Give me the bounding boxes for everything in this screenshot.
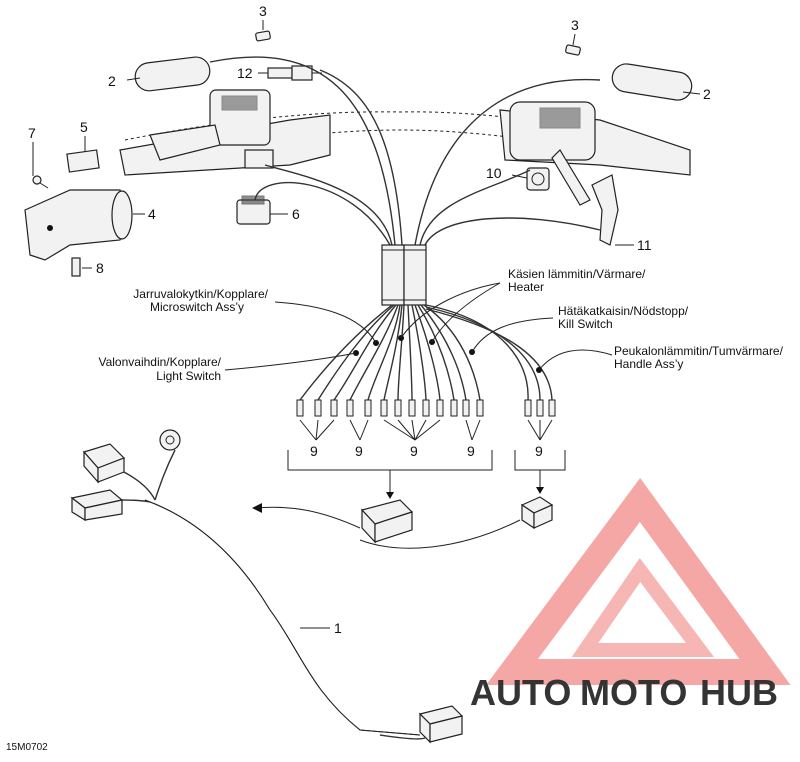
- brake-switch-body: [244, 149, 274, 169]
- throttle-lever: [551, 149, 591, 206]
- callout-3-right: 3: [571, 17, 579, 33]
- callout-9b: 9: [355, 443, 363, 459]
- harness-connector-round: [159, 429, 181, 451]
- label-brake-switch-line2: Microswitch Ass’y: [150, 300, 244, 314]
- logo-text-moto: MOTO: [580, 672, 687, 713]
- callout-9-leaders: [299, 419, 553, 441]
- control-wires: [209, 56, 601, 246]
- callout-8: 8: [96, 260, 104, 276]
- main-harness: [109, 449, 426, 740]
- callout-9a: 9: [310, 443, 318, 459]
- kill-switch-10: [526, 167, 550, 191]
- label-kill-switch-line2: Kill Switch: [558, 317, 613, 331]
- callout-5: 5: [80, 119, 88, 135]
- callout-11: 11: [637, 237, 652, 253]
- bracket-group-main: [287, 450, 493, 471]
- callout-10: 10: [486, 165, 502, 181]
- callout-12: 12: [237, 65, 253, 81]
- bundle-sleeve-left: [381, 244, 405, 306]
- fanout-wires: [299, 304, 553, 401]
- brake-lever: [149, 124, 221, 161]
- right-switch-housing: [509, 101, 596, 206]
- callout-4: 4: [148, 206, 156, 222]
- terminals-9: [296, 399, 556, 417]
- hand-guard-4: [24, 189, 133, 261]
- callout-9d: 9: [467, 443, 475, 459]
- diagram-code: 15M0702: [6, 742, 48, 753]
- decal-5: [66, 149, 100, 173]
- label-leaders: [224, 282, 613, 371]
- automotohub-logo: AUTO MOTO HUB: [470, 478, 791, 713]
- callout-2-left: 2: [108, 73, 116, 89]
- callout-6: 6: [292, 206, 300, 222]
- label-kill-switch-line1: Hätäkatkaisin/Nödstopp/: [558, 304, 689, 318]
- logo-text-hub: HUB: [700, 672, 778, 713]
- label-heater-line1: Käsien lämmitin/Värmare/: [508, 267, 646, 281]
- callout-3-left: 3: [259, 3, 267, 19]
- label-heater-line2: Heater: [508, 280, 544, 294]
- left-grip: [134, 56, 211, 92]
- label-light-switch-line1: Valonvaihdin/Kopplare/: [98, 355, 221, 369]
- connector-housing-small: [520, 496, 554, 530]
- bundle-sleeve-right: [403, 244, 427, 306]
- left-switch-housing: [149, 89, 274, 169]
- screw-8: [71, 257, 81, 277]
- indicator-bulb-12: [267, 65, 322, 81]
- bracket-11: [591, 174, 619, 246]
- harness-connector-mid: [70, 489, 124, 522]
- callout-1: 1: [334, 620, 342, 636]
- pin-3-right: [565, 44, 581, 56]
- label-light-switch-line2: Light Switch: [156, 369, 221, 383]
- callout-9e: 9: [535, 443, 543, 459]
- harness-connector-bottom: [418, 705, 464, 744]
- label-thumb-heater-line2: Handle Ass’y: [614, 357, 683, 371]
- callout-2-right: 2: [703, 86, 711, 102]
- callout-leaders: [32, 20, 701, 629]
- screw-7: [32, 175, 49, 189]
- connector-housing-large: [360, 499, 414, 544]
- label-thumb-heater-line1: Peukalonlämmitin/Tumvärmare/: [614, 344, 784, 358]
- right-grip: [611, 63, 693, 101]
- harness-connector-top: [82, 443, 126, 484]
- pin-3-left: [255, 30, 271, 42]
- callout-9c: 9: [410, 443, 418, 459]
- callout-7: 7: [28, 125, 36, 141]
- logo-text-auto: AUTO: [470, 672, 571, 713]
- label-brake-switch-line1: Jarruvalokytkin/Kopplare/: [133, 287, 268, 301]
